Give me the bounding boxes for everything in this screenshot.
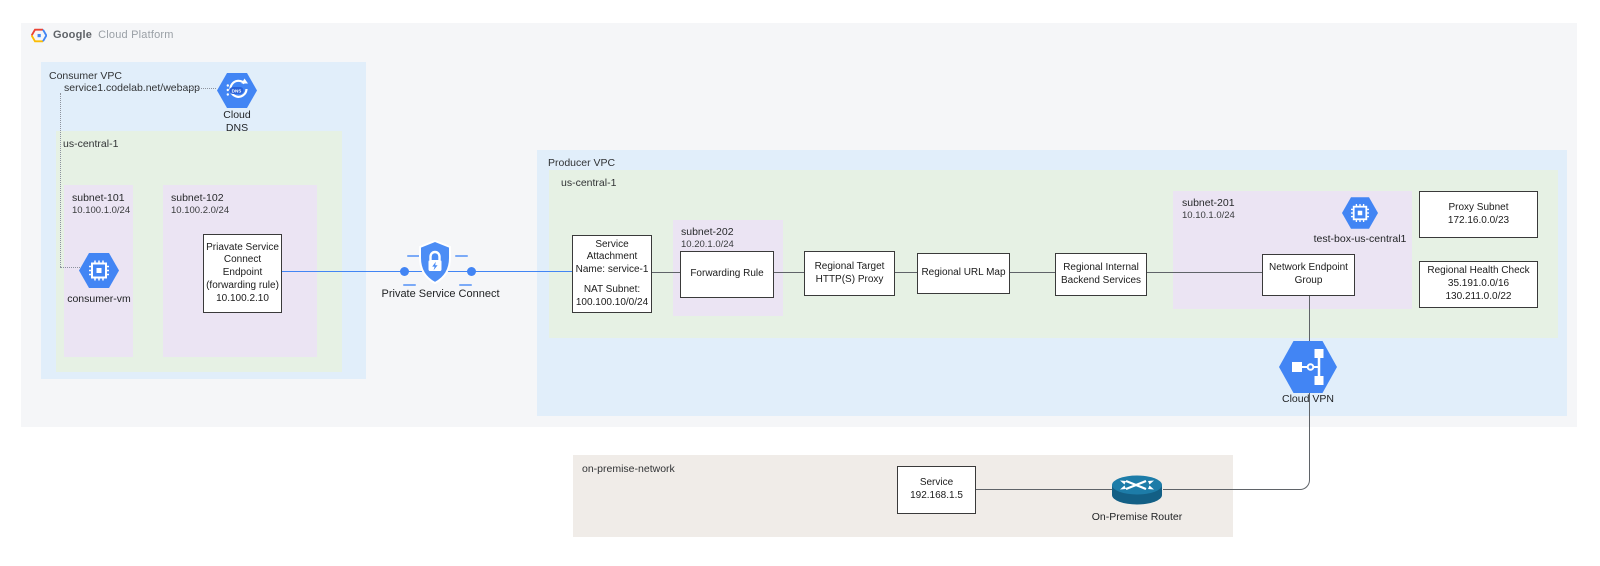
neg-line: Network Endpoint xyxy=(1269,262,1348,274)
brand-google-text: Google xyxy=(53,29,93,41)
regional-url-map-line: Regional URL Map xyxy=(921,267,1006,279)
node-proxy-subnet: Proxy Subnet 172.16.0.0/23 xyxy=(1419,191,1538,238)
producer-vpc-title: Producer VPC xyxy=(548,157,616,169)
cloud-vpn-icon xyxy=(1279,341,1337,393)
psc-dash-decoration xyxy=(403,284,416,287)
node-regional-target-proxy: Regional Target HTTP(S) Proxy xyxy=(804,251,895,296)
connector-urlmap-to-backend xyxy=(1010,272,1055,273)
connector-dns-record-to-cloud-dns xyxy=(181,88,216,89)
subnet-102-cidr: 10.100.2.0/24 xyxy=(171,205,230,217)
connector-backend-to-neg xyxy=(1147,272,1262,273)
test-box-label: test-box-us-central1 xyxy=(1313,233,1407,245)
psc-endpoint-line: Priavate Service xyxy=(206,241,279,253)
compute-engine-icon xyxy=(79,253,119,288)
producer-region-title: us-central-1 xyxy=(561,177,617,189)
cloud-vpn-label: Cloud VPN xyxy=(1282,393,1334,405)
dns-badge-text: DNS xyxy=(232,88,242,93)
subnet-201-name: subnet-201 xyxy=(1182,197,1235,209)
node-forwarding-rule: Forwarding Rule xyxy=(680,251,774,298)
proxy-subnet-line: 172.16.0.0/23 xyxy=(1447,214,1510,226)
regional-backend-line: Backend Services xyxy=(1060,274,1142,286)
connector-neg-to-router xyxy=(1163,296,1310,490)
consumer-region-title: us-central-1 xyxy=(63,138,119,150)
psc-line-dot-left xyxy=(400,267,409,276)
subnet-202-cidr: 10.20.1.0/24 xyxy=(681,239,734,251)
private-service-connect-shield-icon xyxy=(419,239,451,285)
node-regional-health-check: Regional Health Check 35.191.0.0/16 130.… xyxy=(1419,261,1538,308)
node-regional-backend-services: Regional Internal Backend Services xyxy=(1055,253,1147,296)
connector-proxy-to-urlmap xyxy=(895,272,917,273)
brand-suffix-text: Cloud Platform xyxy=(98,29,174,41)
service-attachment-line: 100.100.10/0/24 xyxy=(575,296,649,308)
health-check-line: 130.211.0.0/22 xyxy=(1445,290,1512,302)
cloud-dns-label: Cloud DNS xyxy=(223,109,251,135)
subnet-201-cidr: 10.10.1.0/24 xyxy=(1182,210,1235,222)
service-attachment-line: Attachment xyxy=(586,251,638,263)
node-psc-endpoint: Priavate Service Connect Endpoint (forwa… xyxy=(203,234,282,313)
connector-service-to-router xyxy=(976,489,1112,490)
dns-record-label: service1.codelab.net/webapp xyxy=(64,82,201,94)
subnet-202-name: subnet-202 xyxy=(681,226,734,238)
node-regional-url-map: Regional URL Map xyxy=(917,253,1010,294)
service-attachment-line: NAT Subnet: xyxy=(583,283,641,295)
psc-endpoint-line: Connect Endpoint xyxy=(222,254,263,279)
psc-endpoint-line: (forwarding rule) xyxy=(206,279,279,291)
psc-dash-decoration xyxy=(455,255,468,258)
cloud-dns-icon: DNS xyxy=(217,73,257,108)
connector-attachment-to-forwarding xyxy=(652,272,680,273)
neg-line: Group xyxy=(1294,275,1323,286)
connector-forwarding-to-proxy xyxy=(774,272,804,273)
health-check-line: 35.191.0.0/16 xyxy=(1447,278,1510,290)
consumer-vm-label: consumer-vm xyxy=(67,293,131,305)
onprem-service-line: Service xyxy=(919,477,954,489)
psc-endpoint-line: 10.100.2.10 xyxy=(216,292,269,304)
regional-target-proxy-line: Regional Target xyxy=(814,260,885,272)
psc-dash-decoration xyxy=(407,255,420,258)
psc-label: Private Service Connect xyxy=(381,288,500,300)
connector-dns-record-to-vm-horizontal xyxy=(60,267,80,268)
on-premise-router-label: On-Premise Router xyxy=(1091,511,1183,523)
node-service-attachment: Service Attachment Name: service-1 NAT S… xyxy=(572,235,652,313)
subnet-101-cidr: 10.100.1.0/24 xyxy=(72,205,131,217)
subnet-101-name: subnet-101 xyxy=(72,192,125,204)
node-onprem-service: Service 192.168.1.5 xyxy=(897,466,976,514)
connector-dns-record-to-vm-vertical xyxy=(60,93,61,267)
health-check-line: Regional Health Check xyxy=(1427,265,1530,277)
google-cloud-logo-icon xyxy=(31,28,47,42)
regional-backend-line: Regional Internal xyxy=(1063,261,1139,273)
proxy-subnet-line: Proxy Subnet xyxy=(1448,201,1509,213)
service-attachment-line: Name: service-1 xyxy=(575,264,649,276)
node-network-endpoint-group: Network Endpoint Group xyxy=(1262,254,1355,296)
subnet-102-name: subnet-102 xyxy=(171,192,224,204)
on-premise-title: on-premise-network xyxy=(582,463,675,475)
consumer-vpc-title: Consumer VPC xyxy=(49,70,122,82)
psc-dash-decoration xyxy=(459,284,472,287)
on-premise-router-icon xyxy=(1112,475,1162,505)
compute-engine-icon xyxy=(1342,197,1378,229)
gcp-brand-header: Google Cloud Platform xyxy=(31,27,174,43)
onprem-service-line: 192.168.1.5 xyxy=(910,490,963,501)
psc-line-dot-right xyxy=(467,267,476,276)
regional-target-proxy-line: HTTP(S) Proxy xyxy=(815,273,884,285)
service-attachment-line: Service xyxy=(595,238,629,250)
forwarding-rule-line: Forwarding Rule xyxy=(690,268,764,280)
